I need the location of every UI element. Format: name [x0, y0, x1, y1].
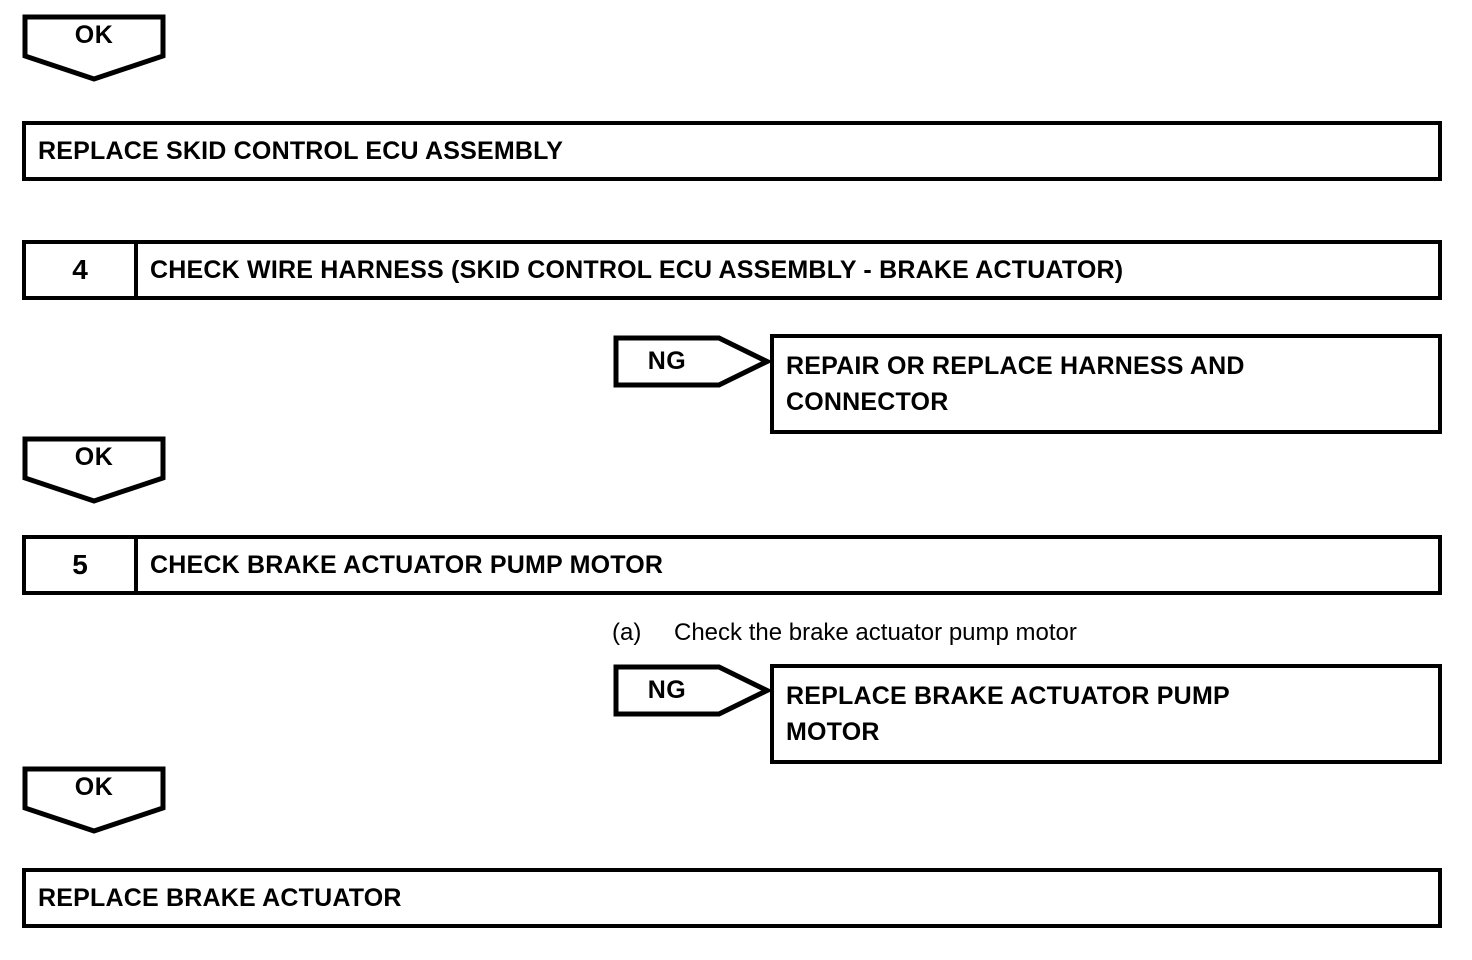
- sub-step-a-text: Check the brake actuator pump motor: [674, 619, 1077, 646]
- ng-arrow-1: NG: [613, 335, 770, 388]
- result-box-replace-brake-actuator-pump-motor-text: REPLACE BRAKE ACTUATOR PUMP MOTOR: [786, 682, 1230, 746]
- ok-arrow-1-label: OK: [74, 21, 114, 49]
- ok-arrow-2-label: OK: [74, 443, 114, 471]
- result-box-replace-skid-control-ecu: REPLACE SKID CONTROL ECU ASSEMBLY: [22, 121, 1442, 181]
- result-box-repair-or-replace-harness: REPAIR OR REPLACE HARNESS AND CONNECTOR: [770, 334, 1442, 434]
- result-box-replace-skid-control-ecu-text: REPLACE SKID CONTROL ECU ASSEMBLY: [38, 137, 564, 165]
- step-box-5-title: CHECK BRAKE ACTUATOR PUMP MOTOR: [150, 550, 664, 579]
- sub-step-a: (a) Check the brake actuator pump motor: [612, 618, 1432, 648]
- ok-arrow-3-label: OK: [74, 773, 114, 801]
- ng-arrow-1-label: NG: [647, 347, 687, 375]
- step-box-4: 4 CHECK WIRE HARNESS (SKID CONTROL ECU A…: [22, 240, 1442, 300]
- ok-arrow-2: OK: [22, 436, 166, 504]
- step-box-5: 5 CHECK BRAKE ACTUATOR PUMP MOTOR: [22, 535, 1442, 595]
- result-box-repair-or-replace-harness-text: REPAIR OR REPLACE HARNESS AND CONNECTOR: [786, 352, 1245, 416]
- ng-arrow-2: NG: [613, 664, 770, 717]
- step-box-4-number: 4: [26, 244, 138, 296]
- ok-arrow-3: OK: [22, 766, 166, 834]
- step-box-5-number: 5: [26, 539, 138, 591]
- ng-arrow-2-label: NG: [647, 676, 687, 704]
- result-box-replace-brake-actuator-text: REPLACE BRAKE ACTUATOR: [38, 884, 402, 912]
- step-box-4-title: CHECK WIRE HARNESS (SKID CONTROL ECU ASS…: [150, 255, 1124, 284]
- result-box-replace-brake-actuator-pump-motor: REPLACE BRAKE ACTUATOR PUMP MOTOR: [770, 664, 1442, 764]
- result-box-replace-brake-actuator: REPLACE BRAKE ACTUATOR: [22, 868, 1442, 928]
- sub-step-a-marker: (a): [612, 619, 642, 646]
- ok-arrow-1: OK: [22, 14, 166, 82]
